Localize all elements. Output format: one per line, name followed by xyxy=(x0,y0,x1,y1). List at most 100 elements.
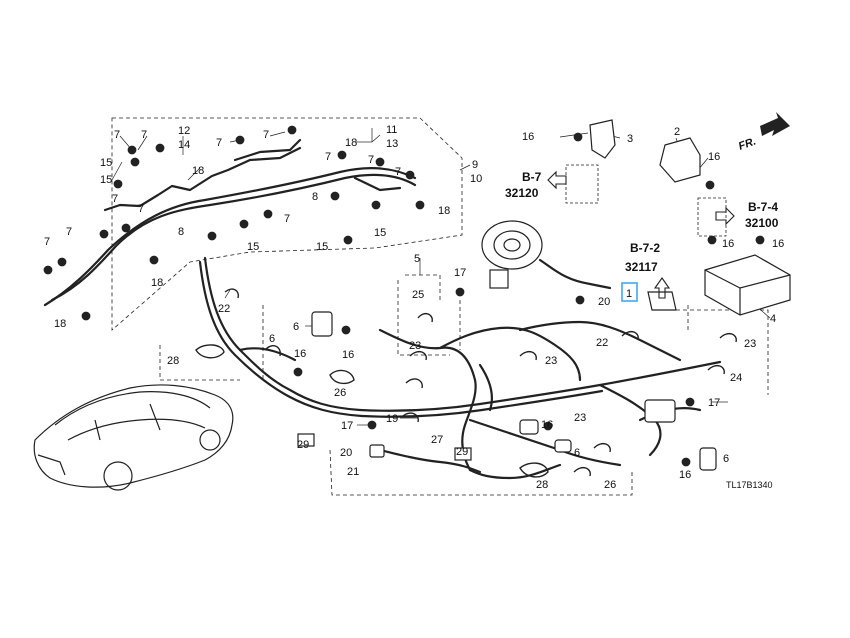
ref-section-b7-2: B-7-2 xyxy=(630,241,660,255)
figure-code: TL17B1340 xyxy=(726,480,773,490)
ref-code-32100: 32100 xyxy=(745,216,779,230)
callout-18b: 18 xyxy=(192,165,204,177)
callout-23c: 23 xyxy=(744,338,756,350)
callout-9: 9 xyxy=(472,159,478,171)
callout-23a: 23 xyxy=(409,340,421,352)
callout-7l: 7 xyxy=(66,226,72,238)
callout-27: 27 xyxy=(431,434,443,446)
callout-16h: 16 xyxy=(679,469,691,481)
callout-13: 13 xyxy=(386,138,398,150)
callout-1-highlight xyxy=(621,282,638,302)
callout-29a: 29 xyxy=(297,439,309,451)
callout-15d: 15 xyxy=(316,241,328,253)
callout-21: 21 xyxy=(347,466,359,478)
callout-16f: 16 xyxy=(294,348,306,360)
callout-7a: 7 xyxy=(114,129,120,141)
callout-16g: 16 xyxy=(541,419,553,431)
connector-box-b7 xyxy=(565,164,599,204)
callout-3: 3 xyxy=(627,133,633,145)
sensor-bracket xyxy=(589,119,616,159)
callout-8b: 8 xyxy=(178,226,184,238)
clips xyxy=(195,288,737,478)
callout-23b: 23 xyxy=(545,355,557,367)
callout-1: 1 xyxy=(626,288,632,300)
callout-15a: 15 xyxy=(100,157,112,169)
callout-7b: 7 xyxy=(141,129,147,141)
callout-20a: 20 xyxy=(598,296,610,308)
ref-code-32117: 32117 xyxy=(625,260,658,274)
callout-18c: 18 xyxy=(438,205,450,217)
callout-7k: 7 xyxy=(44,236,50,248)
callout-6b: 6 xyxy=(269,333,275,345)
callout-18a: 18 xyxy=(345,137,357,149)
callout-28a: 28 xyxy=(167,355,179,367)
sensor-6-right xyxy=(699,447,717,471)
callout-10: 10 xyxy=(470,173,482,185)
callout-14: 14 xyxy=(178,139,190,151)
reference-labels: B-7 32120 B-7-2 32117 B-7-4 32100 xyxy=(505,170,779,274)
callout-18d: 18 xyxy=(151,277,163,289)
callout-15b: 15 xyxy=(100,174,112,186)
callout-24: 24 xyxy=(730,372,742,384)
callout-17b: 17 xyxy=(708,397,720,409)
callout-7e: 7 xyxy=(325,151,331,163)
callout-16e: 16 xyxy=(342,349,354,361)
clock-spring xyxy=(481,220,543,289)
callout-15c: 15 xyxy=(247,241,259,253)
callout-18e: 18 xyxy=(54,318,66,330)
ref-code-32120: 32120 xyxy=(505,186,539,200)
callout-28b: 28 xyxy=(536,479,548,491)
callout-12: 12 xyxy=(178,125,190,137)
callout-7g: 7 xyxy=(395,166,401,178)
connector-box-b7-4 xyxy=(697,197,727,237)
callout-7f: 7 xyxy=(368,154,374,166)
callout-7c: 7 xyxy=(216,137,222,149)
callout-16d: 16 xyxy=(772,238,784,250)
ref-section-b7: B-7 xyxy=(522,170,542,184)
ref-arrow-b7-2 xyxy=(653,277,671,299)
ref-arrow-b7-4 xyxy=(715,206,735,226)
impact-sensor xyxy=(659,137,701,183)
callout-23d: 23 xyxy=(574,412,586,424)
callout-2: 2 xyxy=(674,126,680,138)
callout-22a: 22 xyxy=(218,303,230,315)
callout-20b: 20 xyxy=(340,447,352,459)
callout-11: 11 xyxy=(386,124,397,136)
callout-7d: 7 xyxy=(263,129,269,141)
callout-22b: 22 xyxy=(596,337,608,349)
callout-17c: 17 xyxy=(341,420,353,432)
callout-15e: 15 xyxy=(374,227,386,239)
callout-29b: 29 xyxy=(456,446,468,458)
callout-16b: 16 xyxy=(708,151,720,163)
callout-8a: 8 xyxy=(312,191,318,203)
components xyxy=(297,119,791,471)
callout-5: 5 xyxy=(414,253,420,265)
callout-26a: 26 xyxy=(334,387,346,399)
callout-19: 19 xyxy=(386,413,398,425)
front-direction-arrow xyxy=(760,112,790,136)
callout-17a: 17 xyxy=(454,267,466,279)
direction-label: FR. xyxy=(737,135,758,152)
ref-arrow-b7 xyxy=(547,170,567,190)
callout-16c: 16 xyxy=(722,238,734,250)
wire-harnesses xyxy=(43,138,722,480)
callout-labels: 1 2 3 4 5 6 6 6 6 7 7 7 7 7 7 7 7 7 7 7 … xyxy=(44,124,784,491)
callout-26b: 26 xyxy=(604,479,616,491)
callout-7h: 7 xyxy=(112,193,118,205)
callout-7j: 7 xyxy=(284,213,290,225)
callout-6d: 6 xyxy=(723,453,729,465)
fasteners xyxy=(43,125,765,467)
callout-16a: 16 xyxy=(522,131,534,143)
group-outlines xyxy=(111,117,769,496)
vehicle-outline xyxy=(33,384,234,491)
callout-25: 25 xyxy=(412,289,424,301)
reference-arrows xyxy=(547,170,735,299)
callout-4: 4 xyxy=(770,313,776,325)
sensor-6 xyxy=(311,311,333,337)
ref-section-b7-4: B-7-4 xyxy=(748,200,778,214)
callout-6: 6 xyxy=(293,321,299,333)
srs-unit xyxy=(704,254,791,316)
callout-7i: 7 xyxy=(138,203,144,215)
callout-6c: 6 xyxy=(574,447,580,459)
